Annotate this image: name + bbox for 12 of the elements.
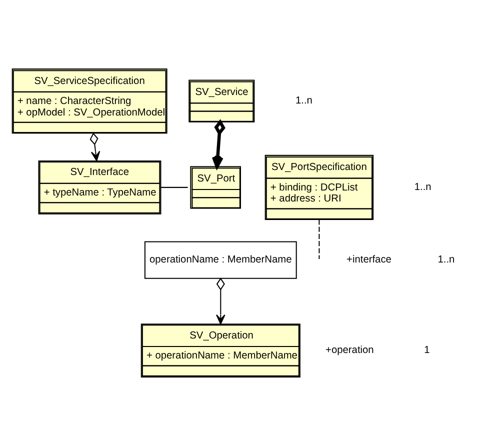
connector: [318, 220, 320, 259]
label: +operation: [326, 345, 374, 356]
label: 1..n: [414, 182, 432, 193]
arrow: [90, 132, 100, 162]
label: 1..n: [295, 96, 312, 107]
arrow: [216, 278, 226, 325]
label: 1: [424, 345, 430, 356]
connector: [160, 186, 188, 188]
label: +interface: [346, 254, 392, 266]
node-box: operationName : MemberName: [144, 241, 297, 279]
label: 1..n: [438, 254, 455, 266]
arrow: [212, 119, 226, 168]
